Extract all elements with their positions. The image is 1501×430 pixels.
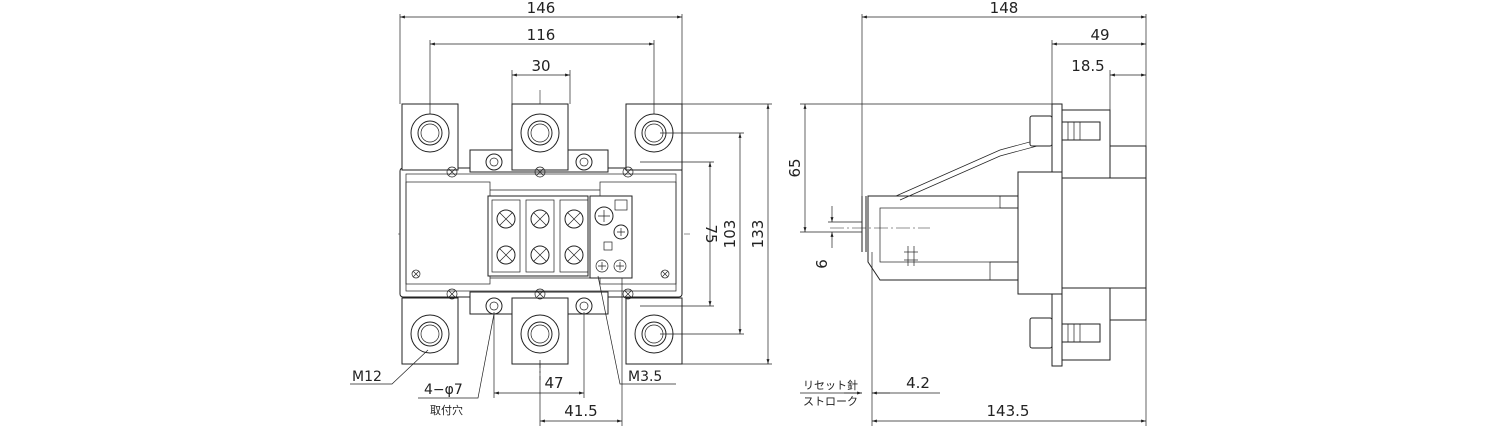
side-housing bbox=[867, 135, 1063, 295]
reset-pin-label: リセット針 bbox=[803, 378, 858, 392]
side-details bbox=[830, 227, 930, 426]
front-view: 146 116 30 75 103 133 47 41.5 M12 4−φ7 取… bbox=[350, 0, 772, 426]
dim-133: 133 bbox=[749, 220, 767, 249]
dim-6: 6 bbox=[813, 259, 831, 269]
dim-49: 49 bbox=[1090, 26, 1109, 44]
terminal-top-left bbox=[401, 103, 459, 171]
dim-47: 47 bbox=[544, 374, 563, 392]
dim-148: 148 bbox=[990, 0, 1019, 17]
side-view: 148 49 18.5 65 6 4.2 143.5 リセット針 ストローク bbox=[786, 0, 1147, 426]
dim-75: 75 bbox=[702, 224, 720, 243]
extension-lines bbox=[399, 14, 772, 426]
dim-116: 116 bbox=[527, 26, 556, 44]
small-screws bbox=[411, 166, 670, 300]
side-dimension-lines bbox=[803, 15, 1146, 423]
main-terminals bbox=[401, 103, 683, 365]
callout-leaders bbox=[350, 275, 676, 399]
dim-143-5: 143.5 bbox=[987, 402, 1030, 420]
terminal-bottom-center bbox=[511, 297, 569, 365]
control-terminal-block bbox=[487, 195, 589, 277]
dim-18-5: 18.5 bbox=[1071, 57, 1104, 75]
callout-m3-5: M3.5 bbox=[628, 369, 662, 385]
dimension-lines bbox=[400, 15, 770, 423]
aux-contact-block bbox=[589, 195, 633, 279]
dim-103: 103 bbox=[721, 220, 739, 249]
callout-mount-hole-note: 取付穴 bbox=[430, 403, 463, 417]
dim-41-5: 41.5 bbox=[564, 402, 597, 420]
dim-146: 146 bbox=[527, 0, 556, 17]
terminal-bottom-left bbox=[401, 297, 459, 365]
side-bolts bbox=[1029, 115, 1101, 349]
terminal-bottom-right bbox=[625, 297, 683, 365]
callout-mount-hole: 4−φ7 bbox=[424, 382, 463, 398]
dim-65: 65 bbox=[786, 158, 804, 177]
reset-stroke-label: ストローク bbox=[803, 395, 858, 408]
dim-30: 30 bbox=[531, 57, 550, 75]
dim-4-2: 4.2 bbox=[906, 374, 930, 392]
callout-m12: M12 bbox=[352, 369, 382, 385]
terminal-top-center bbox=[511, 103, 569, 171]
